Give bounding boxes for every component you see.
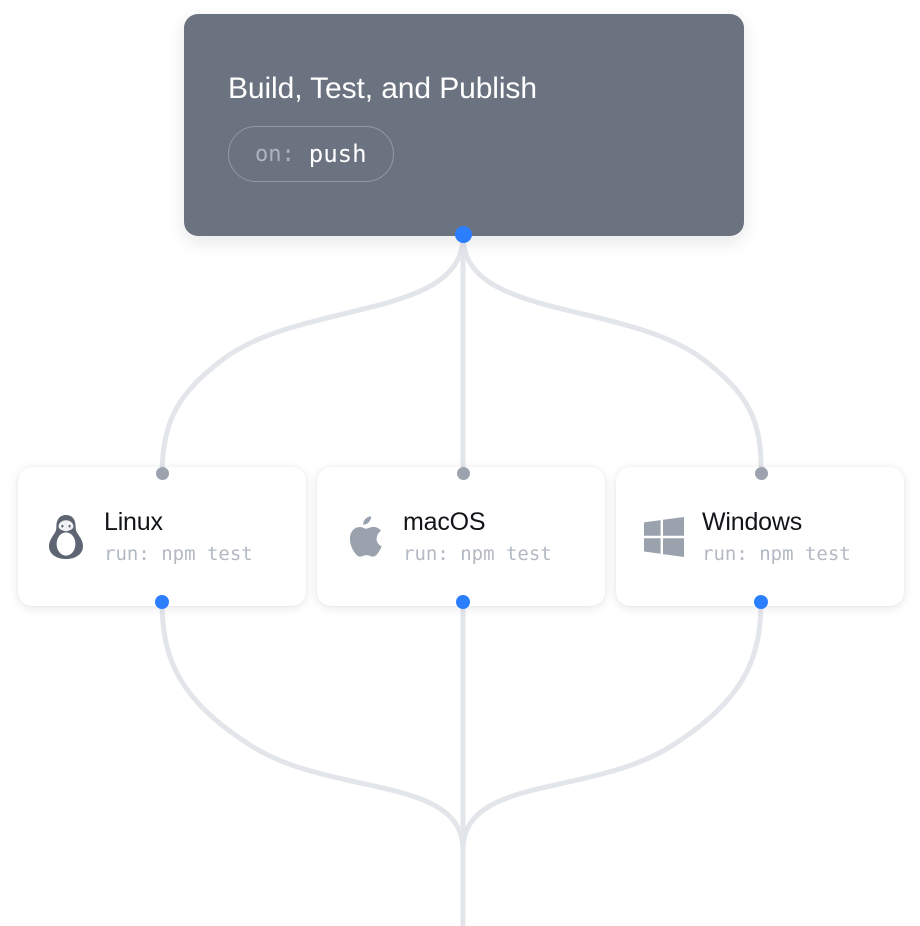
edge-windows-to-sink bbox=[460, 598, 764, 853]
job-name: Linux bbox=[104, 507, 163, 536]
trigger-source-handle[interactable] bbox=[455, 226, 472, 243]
job-name: macOS bbox=[403, 507, 486, 536]
job-target-handle-windows[interactable] bbox=[755, 467, 768, 480]
job-text-linux: Linux run: npm test bbox=[104, 507, 253, 567]
job-run-command: run: npm test bbox=[104, 542, 253, 565]
trigger-event-value: push bbox=[308, 140, 367, 168]
linux-penguin-icon bbox=[44, 513, 88, 561]
job-run-command: run: npm test bbox=[702, 542, 851, 565]
edge-linux-to-sink bbox=[159, 598, 466, 853]
job-source-handle-macos[interactable] bbox=[456, 595, 470, 609]
windows-icon bbox=[642, 513, 686, 561]
trigger-title: Build, Test, and Publish bbox=[228, 72, 537, 105]
job-node-macos[interactable]: macOS run: npm test bbox=[317, 467, 605, 606]
trigger-event-key: on: bbox=[255, 141, 295, 167]
job-text-windows: Windows run: npm test bbox=[702, 507, 851, 567]
job-node-windows[interactable]: Windows run: npm test bbox=[616, 467, 904, 606]
job-source-handle-linux[interactable] bbox=[155, 595, 169, 609]
job-source-handle-windows[interactable] bbox=[754, 595, 768, 609]
job-name: Windows bbox=[702, 507, 803, 536]
edge-trigger-to-linux bbox=[159, 233, 466, 476]
job-target-handle-macos[interactable] bbox=[457, 467, 470, 480]
trigger-node[interactable]: Build, Test, and Publish on: push bbox=[184, 14, 744, 236]
edge-trigger-to-windows bbox=[460, 233, 764, 476]
apple-icon bbox=[343, 513, 387, 561]
job-target-handle-linux[interactable] bbox=[156, 467, 169, 480]
trigger-event-pill[interactable]: on: push bbox=[228, 126, 394, 182]
job-text-macos: macOS run: npm test bbox=[403, 507, 552, 567]
job-run-command: run: npm test bbox=[403, 542, 552, 565]
job-node-linux[interactable]: Linux run: npm test bbox=[18, 467, 306, 606]
